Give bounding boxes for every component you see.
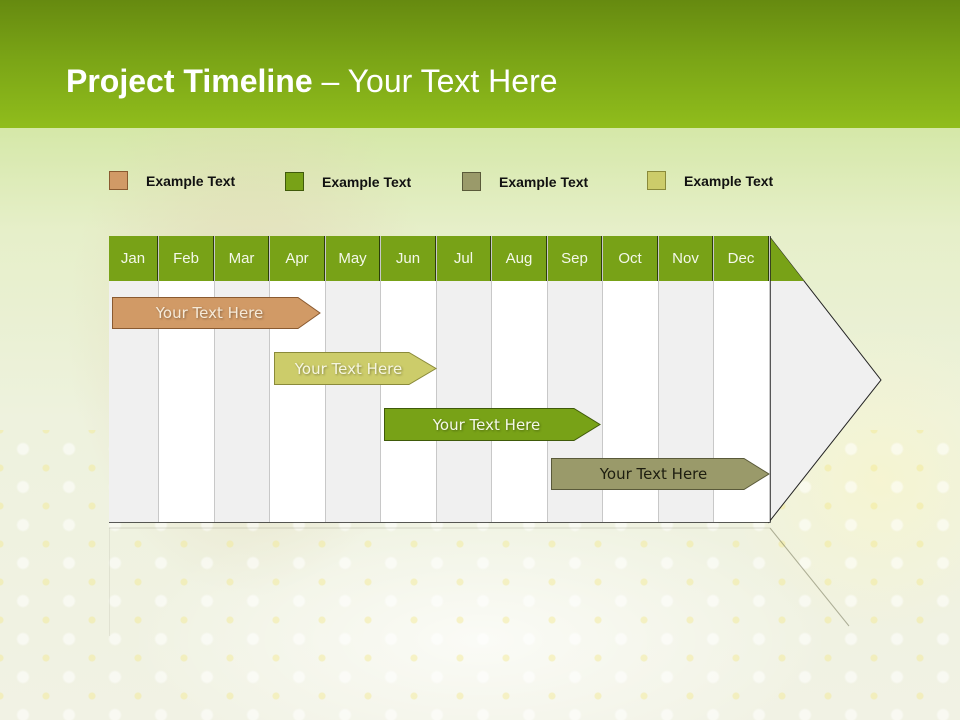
month-header: Jun [381,236,436,281]
month-header: Sep [548,236,602,281]
column-aug: Aug [492,236,548,522]
column-mar: Mar [215,236,270,522]
bar-label: Your Text Here [599,465,708,483]
bar-label: Your Text Here [294,359,403,378]
bar-label: Your Text Here [432,415,541,434]
column-feb: Feb [159,236,215,522]
timeline-bar-4[interactable]: Your Text Here [551,458,770,490]
legend-label: Example Text [146,172,236,189]
month-header: May [326,236,380,281]
column-apr: Apr [270,236,326,522]
title-rest: – Your Text Here [312,63,558,99]
timeline-bar-2[interactable]: Your Text Here [274,352,437,385]
timeline-arrow-shape [109,236,882,636]
bar-label: Your Text Here [155,304,264,322]
legend-swatch-tan [109,171,128,190]
month-header: Dec [714,236,769,281]
slide-title: Project Timeline – Your Text Here [66,60,558,102]
column-jul: Jul [437,236,492,522]
month-header: Jan [109,236,158,281]
month-header: Jul [437,236,491,281]
timeline-bar-1[interactable]: Your Text Here [112,297,321,329]
legend-item-3: Example Text [462,172,588,191]
month-header: Oct [603,236,658,281]
legend-item-4: Example Text [647,171,773,190]
month-header: Feb [159,236,214,281]
month-header: Aug [492,236,547,281]
legend-item-1: Example Text [109,171,235,190]
column-jan: Jan [109,236,159,522]
legend-label: Example Text [684,172,774,189]
legend-item-2: Example Text [285,172,411,191]
title-banner [0,0,960,128]
legend-swatch-yellow [647,171,666,190]
month-header: Mar [215,236,269,281]
legend-label: Example Text [322,173,412,190]
month-header: Apr [270,236,325,281]
title-bold: Project Timeline [66,63,313,99]
legend-label: Example Text [499,173,589,190]
month-header: Nov [659,236,713,281]
timeline-bar-3[interactable]: Your Text Here [384,408,601,441]
legend-swatch-olive [462,172,481,191]
legend-swatch-green [285,172,304,191]
